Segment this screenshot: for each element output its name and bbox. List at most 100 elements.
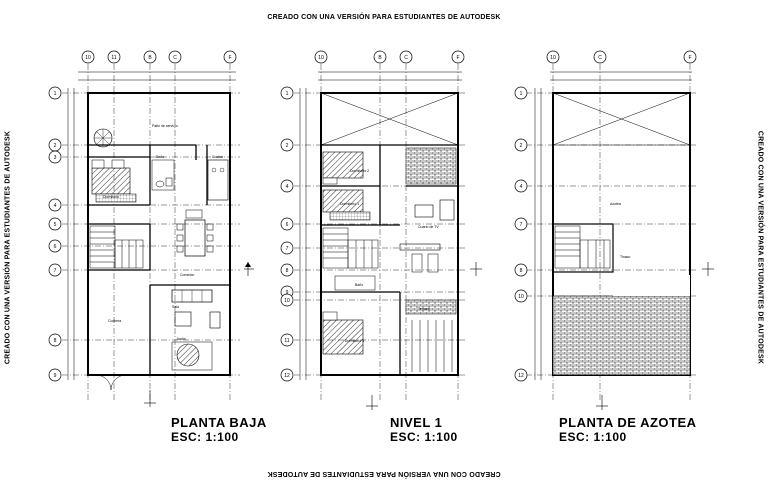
room-label-cochera: Cochera — [108, 319, 121, 323]
axis-label-row: 10 — [284, 298, 290, 304]
grid-axis-bubble-icon — [48, 150, 62, 164]
room-label-cocina: Cocina — [212, 155, 223, 159]
axis-label-row: 11 — [284, 338, 289, 344]
grid-axis-bubble-icon — [399, 50, 413, 64]
grid-axis-bubble-icon — [514, 138, 528, 152]
plan-scale-azotea: ESC: 1:100 — [559, 430, 627, 444]
axis-label-row: 7 — [520, 222, 523, 228]
axis-label-column: 10 — [550, 55, 556, 61]
axis-label-row: 8 — [286, 268, 289, 274]
axis-label-row: 5 — [54, 222, 57, 228]
axis-label-column: C — [404, 55, 408, 61]
grid-axis-bubble-icon — [514, 368, 528, 382]
axis-label-row: 4 — [520, 184, 523, 190]
grid-axis-bubble-icon — [514, 289, 528, 303]
plan-nivel-1: Dormitorio 2 Dormitorio 1 Cuarto de TV B… — [294, 64, 482, 410]
grid-axis-bubble-icon — [280, 179, 294, 193]
grid-axis-bubble-icon — [280, 333, 294, 347]
grid-axis-bubble-icon — [514, 217, 528, 231]
axis-label-column: 10 — [318, 55, 324, 61]
plan-planta-baja: Patio de servicio Cocina Dormitorio Come… — [62, 64, 254, 407]
grid-axis-bubble-icon — [48, 198, 62, 212]
axis-label-row: 1 — [54, 91, 57, 97]
axis-label-column: B — [148, 55, 152, 61]
axis-label-row: 8 — [520, 268, 523, 274]
axis-label-row: 9 — [286, 290, 289, 296]
north-arrow-icon — [245, 262, 251, 267]
room-label-azotea: Azotea — [610, 202, 621, 206]
axis-label-row: 9 — [54, 373, 57, 379]
axis-label-row: 1 — [520, 91, 523, 97]
grid-axis-bubble-icon — [280, 241, 294, 255]
grid-axis-bubble-icon — [593, 50, 607, 64]
grid-axis-bubble-icon — [48, 368, 62, 382]
grid-axis-bubble-icon — [314, 50, 328, 64]
axis-label-row: 2 — [54, 143, 57, 149]
axis-label-row: 12 — [518, 373, 524, 379]
room-label-patio: Patio de servicio — [152, 124, 178, 128]
grid-axis-bubble-icon — [280, 368, 294, 382]
grid-axis-bubble-icon — [48, 239, 62, 253]
axis-label-column: 11 — [111, 55, 116, 61]
room-label-dormitorio-2: Dormitorio 2 — [350, 169, 369, 173]
plan-title-nivel-1: NIVEL 1 — [390, 415, 443, 430]
room-label-tinaco: Tinaco — [620, 255, 630, 259]
room-label-dormitorio-1: Dormitorio 1 — [340, 202, 359, 206]
axis-label-row: 6 — [286, 222, 289, 228]
grid-axis-bubble-icon — [48, 86, 62, 100]
grid-axis-bubble-icon — [451, 50, 465, 64]
grid-axis-bubble-icon — [280, 263, 294, 277]
watermark-top: CREADO CON UNA VERSIÓN PARA ESTUDIANTES … — [267, 14, 501, 21]
grid-axis-bubble-icon — [81, 50, 95, 64]
axis-label-row: 6 — [54, 244, 57, 250]
room-label-bano: Baño — [156, 155, 164, 159]
room-label-dormitorio: Dormitorio — [103, 195, 119, 199]
axis-label-column: F — [228, 55, 231, 61]
plan-scale-planta-baja: ESC: 1:100 — [171, 430, 239, 444]
axis-label-row: 3 — [54, 155, 57, 161]
grid-axis-bubble-icon — [48, 333, 62, 347]
axis-label-column: F — [688, 55, 691, 61]
plan-scale-nivel-1: ESC: 1:100 — [390, 430, 458, 444]
room-label-sala: Sala — [172, 305, 179, 309]
room-label-terraza: Terraza — [418, 307, 430, 311]
grid-axis-bubble-icon — [514, 179, 528, 193]
axis-label-row: 12 — [284, 373, 290, 379]
grid-axis-bubble-icon — [514, 86, 528, 100]
grid-axis-bubble-icon — [373, 50, 387, 64]
grid-axis-bubble-icon — [223, 50, 237, 64]
axis-label-row: 8 — [54, 338, 57, 344]
grid-axis-bubble-icon — [48, 263, 62, 277]
axis-label-row: 1 — [286, 91, 289, 97]
axis-label-column: B — [378, 55, 382, 61]
grid-axis-bubble-icon — [514, 263, 528, 277]
grid-axis-bubble-icon — [280, 217, 294, 231]
grid-axis-bubble-icon — [48, 217, 62, 231]
axis-label-row: 2 — [286, 143, 289, 149]
axis-label-row: 4 — [286, 184, 289, 190]
axis-label-row: 7 — [54, 268, 57, 274]
axis-label-column: 10 — [85, 55, 91, 61]
room-label-dormitorio-3: Dormitorio 3 — [345, 339, 364, 343]
room-label-cuarto-tv: Cuarto de TV — [418, 225, 439, 229]
axis-label-row: 2 — [520, 143, 523, 149]
axis-label-column: F — [456, 55, 459, 61]
plan-title-azotea: PLANTA DE AZOTEA — [559, 415, 697, 430]
grid-axis-bubble-icon — [280, 86, 294, 100]
axis-label-column: C — [173, 55, 177, 61]
grid-axis-bubble-icon — [168, 50, 182, 64]
grid-axis-bubble-icon — [107, 50, 121, 64]
plan-azotea: Azotea Tinaco — [526, 64, 714, 410]
room-label-jardin: Jardín — [176, 337, 186, 341]
room-label-comedor: Comedor — [180, 273, 195, 277]
axis-label-row: 10 — [518, 294, 524, 300]
axis-label-row: 7 — [286, 246, 289, 252]
grid-axis-bubble-icon — [280, 293, 294, 307]
grid-axis-bubble-icon — [143, 50, 157, 64]
grid-axis-bubble-icon — [683, 50, 697, 64]
axis-label-row: 4 — [54, 203, 57, 209]
room-label-bano-n1: Baño — [355, 283, 363, 287]
plan-title-planta-baja: PLANTA BAJA — [171, 415, 267, 430]
axis-label-column: C — [598, 55, 602, 61]
